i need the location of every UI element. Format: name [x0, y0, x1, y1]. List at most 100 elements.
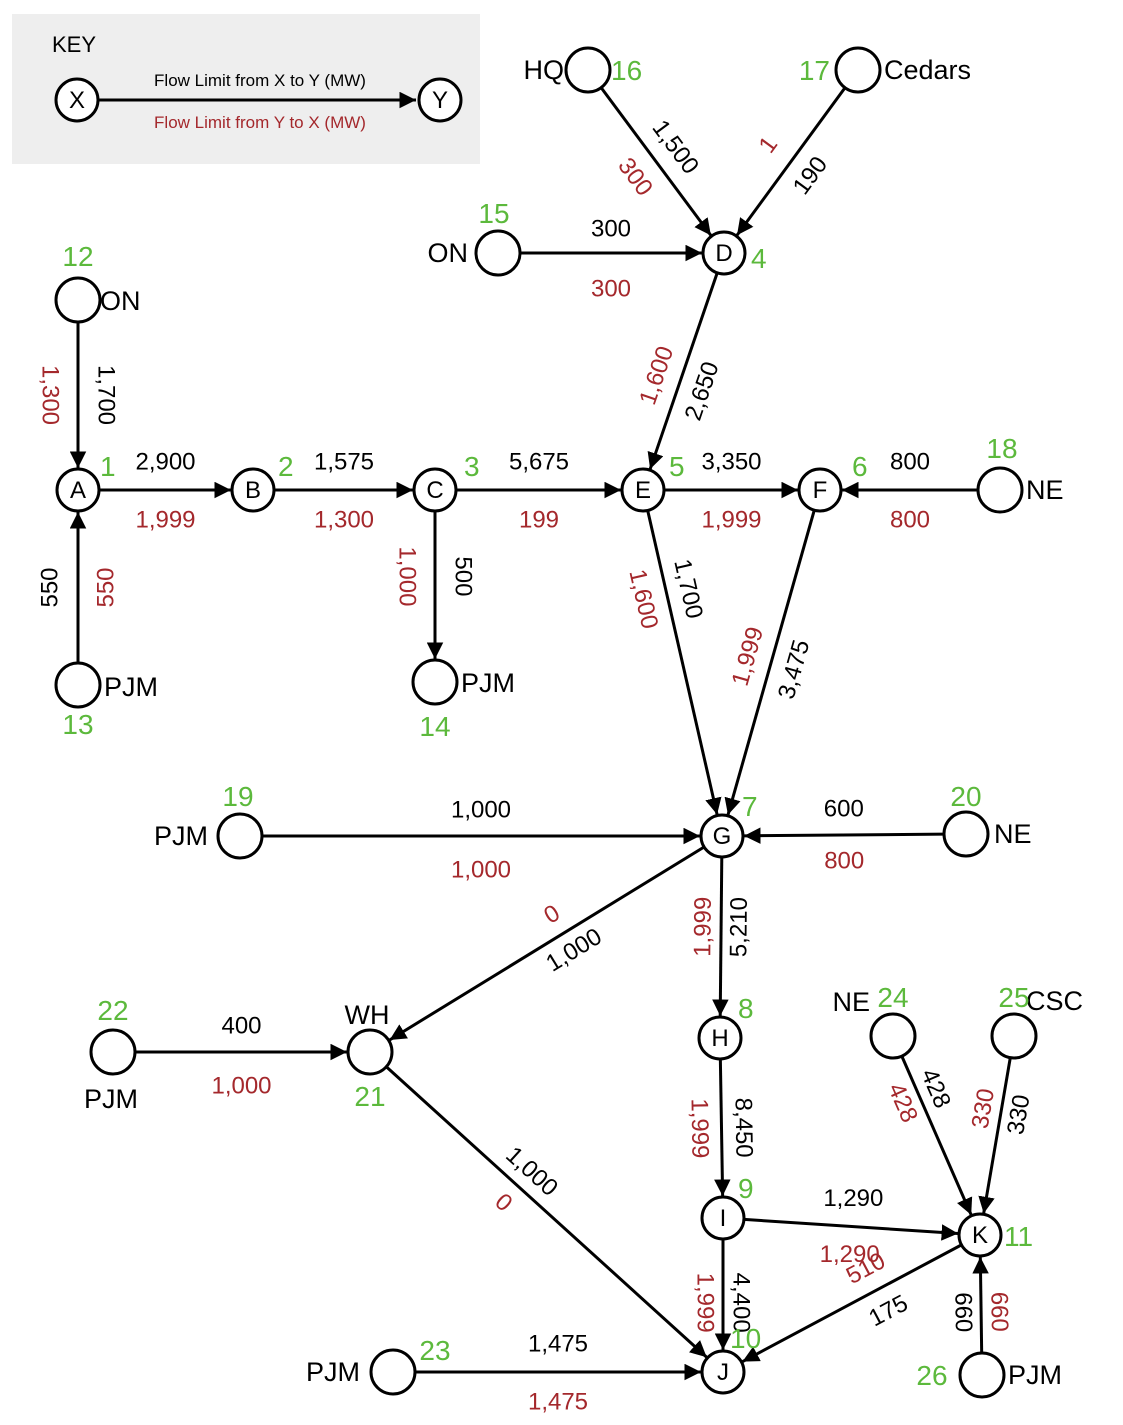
node-number: 13: [62, 709, 93, 740]
node-n16: HQ 16: [524, 46, 642, 94]
reverse-limit-label: 330: [967, 1087, 1000, 1131]
node-g: G7: [699, 791, 758, 859]
node-j: J10: [700, 1323, 761, 1395]
edge-line: [714, 1058, 731, 1197]
node-number: 20: [950, 781, 981, 812]
reverse-limit-label: 1: [754, 132, 784, 159]
node-number: 21: [354, 1081, 385, 1112]
node-name: NE: [1026, 475, 1064, 505]
node-name: PJM: [154, 821, 208, 851]
node-name: HQ: [524, 55, 565, 85]
reverse-limit-label: 660: [985, 1292, 1013, 1332]
node-circle: [700, 1349, 746, 1395]
reverse-limit-label: 0: [489, 1188, 517, 1217]
node-circle: [346, 1028, 394, 1076]
edge-line: [735, 86, 847, 237]
forward-limit-label: 550: [37, 567, 64, 607]
node-number: 2: [278, 451, 294, 482]
reverse-limit-label: 1,999: [727, 624, 769, 689]
node-circle: [474, 229, 522, 277]
forward-limit-label: 500: [450, 556, 477, 596]
node-number: 19: [222, 781, 253, 812]
forward-limit-label: 1,290: [823, 1185, 883, 1212]
reverse-limit-label: 1,999: [686, 1098, 714, 1159]
node-number: 1: [100, 451, 116, 482]
node-name: PJM: [306, 1357, 360, 1387]
node-number: 24: [877, 982, 908, 1013]
node-number: 23: [419, 1335, 450, 1366]
key-reverse-text: Flow Limit from Y to X (MW): [154, 113, 366, 132]
node-number: 16: [611, 55, 642, 86]
forward-limit-label: 2,900: [135, 449, 195, 476]
node-number: 14: [419, 711, 450, 742]
node-circle: [834, 46, 882, 94]
forward-limit-label: 2,650: [680, 358, 725, 424]
forward-limit-label: 1,575: [314, 449, 374, 476]
node-n23: PJM 23: [306, 1335, 451, 1396]
edge-line: [388, 845, 705, 1042]
forward-limit-label: 600: [824, 796, 864, 823]
edge-line: [743, 827, 945, 844]
node-letter: G: [713, 823, 732, 850]
node-i: I9: [700, 1173, 754, 1241]
reverse-limit-label: 1,300: [37, 365, 64, 425]
node-number: 5: [669, 451, 685, 482]
node-circle: [700, 1195, 746, 1241]
reverse-limit-label: 800: [824, 847, 864, 874]
node-n15: ON 15: [428, 198, 522, 277]
forward-limit-label: 3,350: [701, 449, 761, 476]
node-circle: [958, 1351, 1006, 1399]
forward-limit-label: 428: [915, 1065, 956, 1113]
edge-n20-g: 600 800: [743, 796, 945, 874]
node-name: PJM: [1008, 1360, 1062, 1390]
node-circle: [699, 813, 745, 859]
forward-limit-label: 1,000: [541, 923, 606, 977]
edge-line: [741, 1243, 963, 1363]
node-number: 10: [730, 1323, 761, 1354]
edge-n13-a: 550 550: [37, 512, 120, 663]
reverse-limit-label: 1,600: [623, 567, 663, 632]
node-a: A1: [55, 451, 116, 513]
node-name: ON: [428, 238, 469, 268]
edge-line: [900, 1055, 973, 1216]
node-e: E5: [620, 451, 685, 513]
edge-line: [599, 86, 713, 237]
node-wh: WH 21: [345, 1000, 394, 1112]
forward-limit-label: 1,000: [451, 797, 511, 824]
edge-line: [972, 1256, 989, 1354]
node-circle: [89, 1028, 137, 1076]
reverse-limit-label: 1,999: [689, 897, 717, 957]
node-letter: K: [972, 1222, 988, 1249]
node-name: WH: [345, 1000, 390, 1030]
reverse-limit-label: 1,475: [528, 1389, 588, 1416]
node-name: Cedars: [884, 55, 971, 85]
node-number: 15: [478, 198, 509, 229]
forward-limit-label: 1,475: [528, 1331, 588, 1358]
forward-limit-label: 5,210: [725, 897, 753, 957]
node-circle: [990, 1012, 1038, 1060]
node-letter: C: [426, 477, 443, 504]
forward-limit-label: 1,700: [668, 557, 708, 622]
reverse-limit-label: 550: [93, 567, 120, 607]
reverse-limit-label: 1,000: [211, 1073, 271, 1100]
